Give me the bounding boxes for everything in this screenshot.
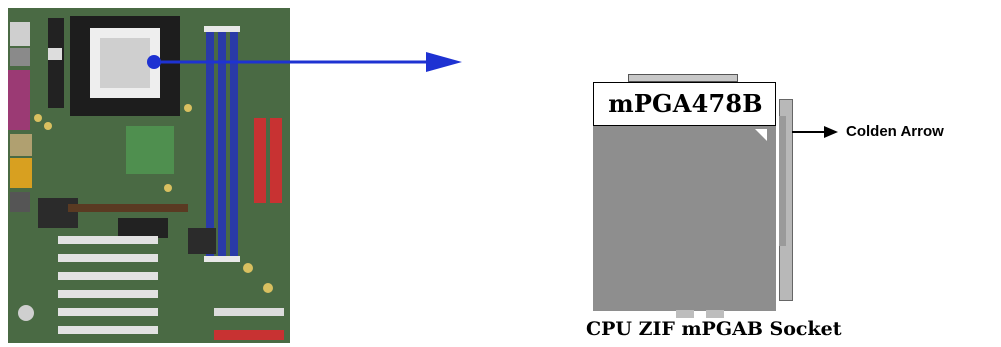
socket-top-latch (628, 74, 738, 82)
arrow-right-icon (426, 52, 462, 72)
socket-bottom-tab-left (676, 310, 694, 318)
socket-diagram: mPGA478B (590, 70, 810, 330)
pin1-corner-marker (755, 129, 767, 141)
socket-model-label: mPGA478B (608, 89, 763, 118)
socket-body: mPGA478B (593, 82, 776, 311)
socket-bottom-tab-right (706, 310, 724, 318)
socket-plate (593, 125, 776, 311)
socket-lever-shadow (779, 116, 786, 246)
golden-arrow-label: Colden Arrow (846, 123, 944, 140)
golden-arrow-pointer (792, 126, 838, 138)
arrow-right-icon (824, 126, 838, 138)
diagram-caption: CPU ZIF mPGAB Socket (586, 318, 842, 340)
